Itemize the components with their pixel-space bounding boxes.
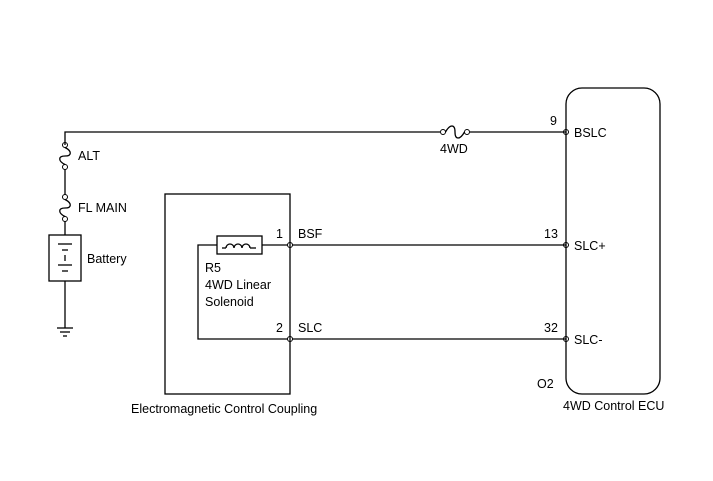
ecu-pin32-number: 32 [544, 321, 558, 335]
coupling-pin1-number: 1 [276, 227, 283, 241]
battery-label: Battery [87, 252, 127, 266]
inline-fuse-label: 4WD [440, 142, 468, 156]
battery-icon [48, 234, 82, 282]
ground-icon [57, 327, 73, 337]
solenoid-coil-icon [216, 235, 263, 255]
coupling-box [164, 193, 291, 395]
ecu-name-label: 4WD Control ECU [563, 399, 664, 413]
ecu-pin9-terminal [563, 129, 569, 135]
wire-bslc [64, 131, 566, 145]
solenoid-id-label: R5 [205, 261, 221, 275]
ecu-pin13-number: 13 [544, 227, 558, 241]
coupling-pin1-name: BSF [298, 227, 323, 241]
ecu-pin32-name: SLC- [574, 333, 602, 347]
fuse-alt-icon [59, 142, 71, 170]
ecu-connector-label: O2 [537, 377, 554, 391]
solenoid-name-line2: Solenoid [205, 295, 254, 309]
ecu-box [565, 87, 661, 395]
fuse-fl-main-icon [59, 194, 71, 222]
coupling-internal-wiring [197, 244, 288, 340]
ecu-pin13-name: SLC+ [574, 239, 606, 253]
coupling-name-label: Electromagnetic Control Coupling [131, 402, 317, 416]
ecu-pin13-terminal [563, 242, 569, 248]
solenoid-name-line1: 4WD Linear [205, 278, 271, 292]
fl-main-fuse-label: FL MAIN [78, 201, 127, 215]
fuse-4wd-icon [440, 125, 470, 139]
coupling-pin2-number: 2 [276, 321, 283, 335]
ecu-pin9-number: 9 [550, 114, 557, 128]
ecu-pin9-name: BSLC [574, 126, 607, 140]
coupling-pin2-name: SLC [298, 321, 322, 335]
alt-fuse-label: ALT [78, 149, 100, 163]
ecu-pin32-terminal [563, 336, 569, 342]
